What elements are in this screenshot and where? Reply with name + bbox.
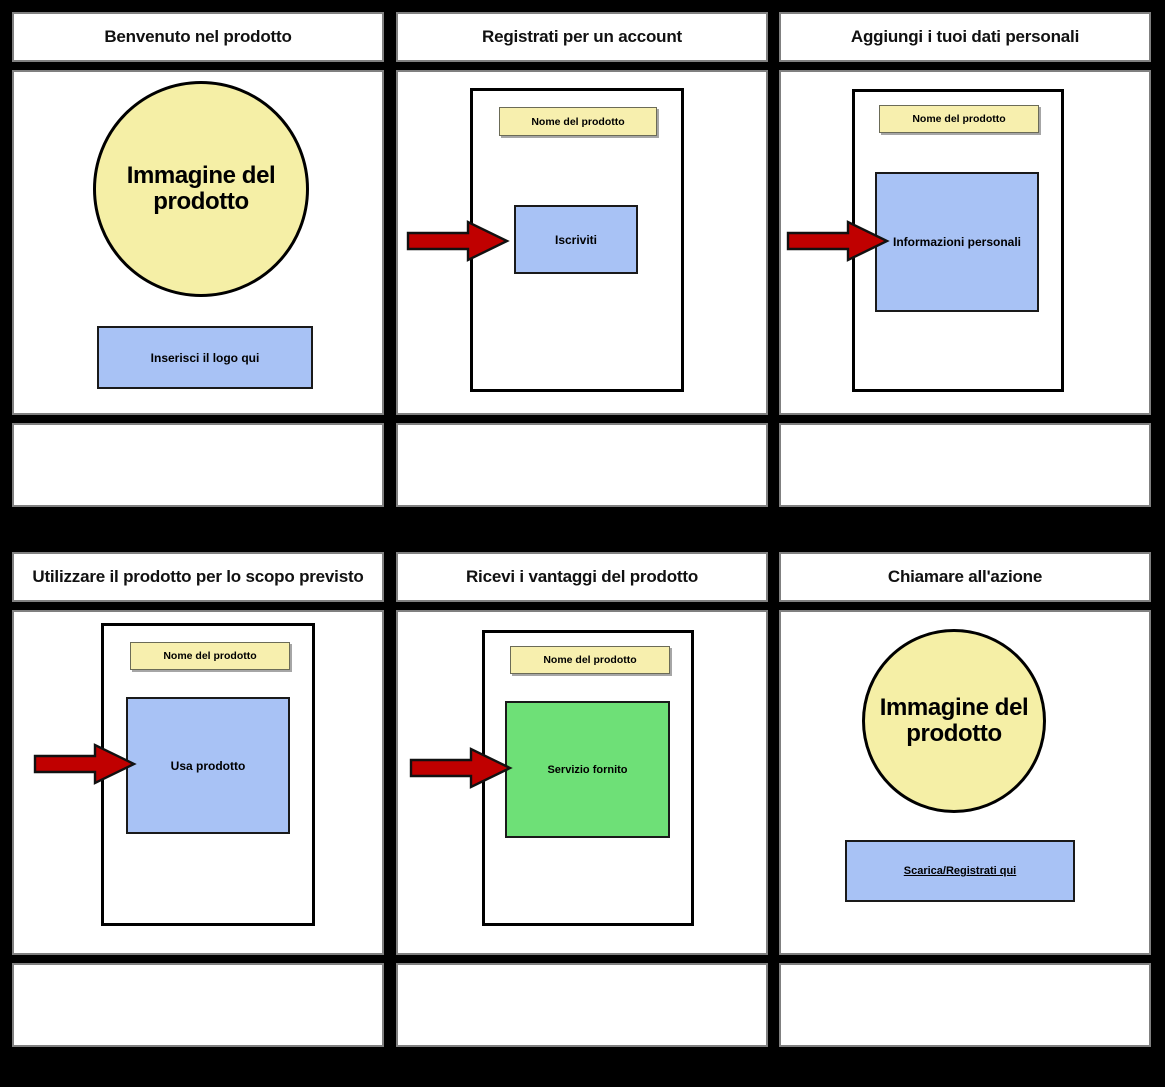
arrow-right-icon (33, 742, 137, 786)
panel-art-cell-2[interactable]: Nome del prodotto Iscriviti (396, 70, 768, 415)
page-title: Chiamare all'azione (887, 567, 1043, 586)
panel-title-cell-5[interactable]: Ricevi i vantaggi del prodotto (396, 552, 768, 602)
app-screen-frame: Nome del prodotto Usa prodotto (101, 623, 315, 926)
panel-caption-cell-5[interactable] (396, 963, 768, 1047)
panel-caption-cell-2[interactable] (396, 423, 768, 507)
product-image-circle-label: Immagine del prodotto (126, 162, 276, 215)
product-name-bar-label: Nome del prodotto (163, 650, 257, 662)
panel-art-cell-1[interactable]: Immagine del prodotto Inserisci il logo … (12, 70, 384, 415)
panel-title-cell-2[interactable]: Registrati per un account (396, 12, 768, 62)
app-screen-frame: Nome del prodotto Servizio fornito (482, 630, 694, 926)
product-name-bar-label: Nome del prodotto (531, 115, 625, 128)
signup-button-box[interactable]: Iscriviti (514, 205, 638, 274)
storyboard-cell-3: Aggiungi i tuoi dati personali Nome del … (779, 0, 1151, 510)
storyboard-cell-6: Chiamare all'azione Immagine del prodott… (779, 540, 1151, 1050)
arrow-right-icon (786, 219, 890, 263)
product-image-circle-label: Immagine del prodotto (879, 694, 1029, 747)
personal-info-box[interactable]: Informazioni personali (875, 172, 1039, 312)
product-name-bar[interactable]: Nome del prodotto (499, 107, 657, 136)
page-title: Utilizzare il prodotto per lo scopo prev… (32, 567, 364, 586)
product-name-bar-label: Nome del prodotto (912, 113, 1006, 125)
panel-art-cell-6[interactable]: Immagine del prodotto Scarica/Registrati… (779, 610, 1151, 955)
panel-title-cell-3[interactable]: Aggiungi i tuoi dati personali (779, 12, 1151, 62)
logo-placeholder-label: Inserisci il logo qui (150, 350, 260, 365)
storyboard-cell-4: Utilizzare il prodotto per lo scopo prev… (12, 540, 384, 1050)
page-title: Ricevi i vantaggi del prodotto (465, 567, 699, 586)
panel-title-cell-1[interactable]: Benvenuto nel prodotto (12, 12, 384, 62)
logo-placeholder-box[interactable]: Inserisci il logo qui (97, 326, 313, 389)
panel-caption-cell-6[interactable] (779, 963, 1151, 1047)
product-name-bar[interactable]: Nome del prodotto (510, 646, 670, 674)
service-provided-box[interactable]: Servizio fornito (505, 701, 670, 838)
use-product-box[interactable]: Usa prodotto (126, 697, 290, 834)
product-image-circle[interactable]: Immagine del prodotto (93, 81, 309, 297)
storyboard-cell-2: Registrati per un account Nome del prodo… (396, 0, 768, 510)
panel-art-cell-3[interactable]: Nome del prodotto Informazioni personali (779, 70, 1151, 415)
panel-caption-cell-4[interactable] (12, 963, 384, 1047)
panel-caption-cell-3[interactable] (779, 423, 1151, 507)
page-title: Benvenuto nel prodotto (104, 27, 292, 46)
page-title: Aggiungi i tuoi dati personali (850, 27, 1080, 46)
panel-art-cell-4[interactable]: Nome del prodotto Usa prodotto (12, 610, 384, 955)
panel-title-cell-4[interactable]: Utilizzare il prodotto per lo scopo prev… (12, 552, 384, 602)
product-name-bar[interactable]: Nome del prodotto (879, 105, 1039, 133)
download-register-link-label: Scarica/Registrati qui (903, 865, 1017, 877)
product-image-circle[interactable]: Immagine del prodotto (862, 629, 1046, 813)
service-provided-label: Servizio fornito (547, 763, 628, 776)
signup-button-label: Iscriviti (554, 232, 598, 247)
storyboard-cell-1: Benvenuto nel prodotto Immagine del prod… (12, 0, 384, 510)
download-register-link-box[interactable]: Scarica/Registrati qui (845, 840, 1075, 902)
storyboard-row-1: Benvenuto nel prodotto Immagine del prod… (0, 0, 1165, 510)
product-name-bar[interactable]: Nome del prodotto (130, 642, 290, 670)
personal-info-label: Informazioni personali (892, 235, 1021, 249)
product-name-bar-label: Nome del prodotto (543, 654, 637, 666)
storyboard-cell-5: Ricevi i vantaggi del prodotto Nome del … (396, 540, 768, 1050)
arrow-right-icon (409, 746, 513, 790)
page-title: Registrati per un account (482, 27, 682, 46)
panel-art-cell-5[interactable]: Nome del prodotto Servizio fornito (396, 610, 768, 955)
storyboard-row-2: Utilizzare il prodotto per lo scopo prev… (0, 540, 1165, 1050)
arrow-right-icon (406, 219, 510, 263)
panel-title-cell-6[interactable]: Chiamare all'azione (779, 552, 1151, 602)
use-product-label: Usa prodotto (170, 758, 246, 773)
panel-caption-cell-1[interactable] (12, 423, 384, 507)
